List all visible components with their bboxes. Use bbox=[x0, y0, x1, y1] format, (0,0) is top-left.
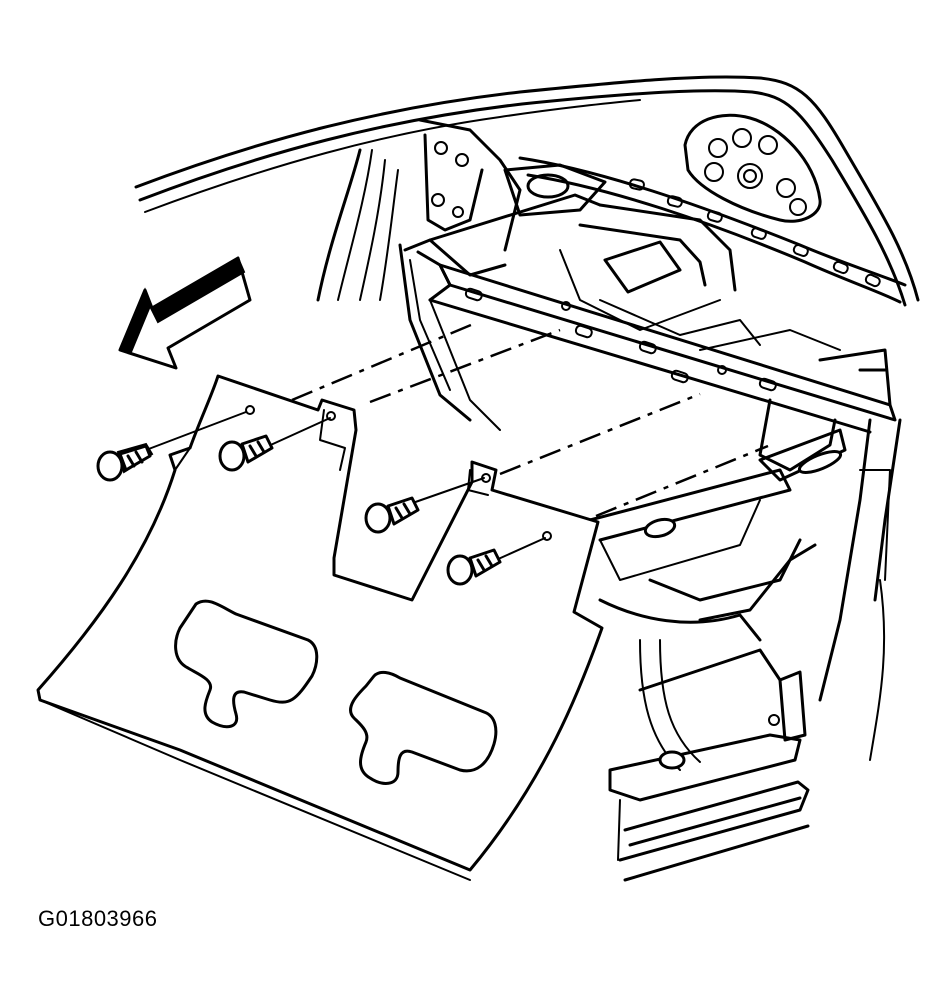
alignment-lines bbox=[145, 320, 769, 561]
front-direction-arrow bbox=[118, 256, 252, 370]
screw-3 bbox=[364, 496, 420, 534]
figure-id-label: G01803966 bbox=[38, 906, 158, 931]
screw-2 bbox=[218, 434, 274, 472]
screw-1 bbox=[96, 442, 154, 482]
rear-body-structure bbox=[134, 75, 920, 882]
rear-trim-panel bbox=[36, 374, 604, 881]
screw-4 bbox=[446, 548, 502, 586]
